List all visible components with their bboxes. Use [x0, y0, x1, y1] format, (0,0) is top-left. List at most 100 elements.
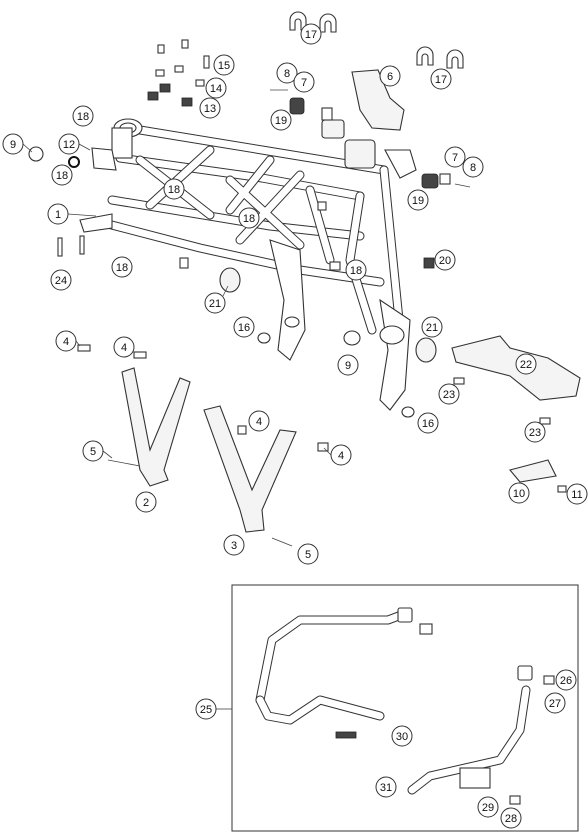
- callout-number: 25: [200, 704, 212, 716]
- callout-18: 18: [345, 259, 367, 281]
- callout-circle: [508, 482, 530, 504]
- callout-circle: [337, 354, 359, 376]
- callout-leader: [102, 450, 113, 459]
- callout-21: 21: [421, 316, 443, 338]
- callout-number: 4: [256, 416, 262, 428]
- callout-circle: [524, 421, 546, 443]
- callout-1: 1: [47, 203, 69, 225]
- callout-18: 18: [72, 105, 94, 127]
- callout-7: 7: [293, 71, 315, 93]
- callout-16: 16: [417, 412, 439, 434]
- callout-circle: [238, 207, 260, 229]
- callout-17: 17: [430, 68, 452, 90]
- callout-circle: [50, 269, 72, 291]
- callout-4: 4: [55, 330, 77, 352]
- callout-18: 18: [163, 178, 185, 200]
- callout-leader: [22, 143, 33, 153]
- callout-number: 12: [63, 139, 75, 151]
- callout-circle: [213, 54, 235, 76]
- callout-number: 13: [204, 103, 216, 115]
- callout-number: 23: [529, 427, 541, 439]
- callout-number: 4: [338, 450, 344, 462]
- callout-circle: [375, 776, 397, 798]
- callout-11: 11: [566, 483, 588, 505]
- callout-27: 27: [544, 692, 566, 714]
- callout-number: 18: [56, 170, 68, 182]
- callout-number: 19: [275, 115, 287, 127]
- rear-brackets: [451, 335, 581, 493]
- callout-12: 12: [58, 133, 80, 155]
- callout-21: 21: [204, 292, 226, 314]
- callout-circle: [391, 725, 413, 747]
- callout-number: 28: [505, 813, 517, 825]
- callout-circle: [293, 71, 315, 93]
- callout-number: 1: [55, 209, 61, 221]
- callout-number: 3: [231, 540, 237, 552]
- callout-number: 18: [350, 265, 362, 277]
- callout-25: 25: [195, 698, 217, 720]
- callout-number: 18: [77, 111, 89, 123]
- callout-circle: [72, 105, 94, 127]
- callout-17: 17: [300, 23, 322, 45]
- callout-circle: [500, 807, 522, 829]
- callout-number: 17: [305, 29, 317, 41]
- callout-number: 16: [238, 322, 250, 334]
- callout-circle: [163, 178, 185, 200]
- callout-circle: [233, 316, 255, 338]
- callout-circle: [566, 483, 588, 505]
- callout-number: 22: [520, 359, 532, 371]
- callout-14: 14: [205, 77, 227, 99]
- callout-circle: [477, 796, 499, 818]
- callout-circle: [417, 412, 439, 434]
- callout-number: 8: [470, 162, 476, 174]
- callout-number: 2: [143, 497, 149, 509]
- callout-5: 5: [82, 440, 104, 462]
- callout-circle: [55, 330, 77, 352]
- callout-number: 9: [345, 360, 351, 372]
- callout-number: 15: [218, 60, 230, 72]
- callout-number: 8: [284, 68, 290, 80]
- callout-13: 13: [199, 97, 221, 119]
- callout-circle: [434, 249, 456, 271]
- footpeg-brackets: [107, 367, 297, 547]
- callout-circle: [2, 133, 24, 155]
- callout-18: 18: [111, 256, 133, 278]
- callout-circle: [223, 534, 245, 556]
- callout-number: 19: [412, 195, 424, 207]
- callout-19: 19: [270, 109, 292, 131]
- callout-30: 30: [391, 725, 413, 747]
- callout-circle: [407, 189, 429, 211]
- callout-circle: [430, 68, 452, 90]
- callout-number: 23: [443, 389, 455, 401]
- callout-23: 23: [438, 383, 460, 405]
- callout-16: 16: [233, 316, 255, 338]
- callout-circle: [330, 444, 352, 466]
- callout-29: 29: [477, 796, 499, 818]
- callout-circle: [444, 146, 466, 168]
- callout-circle: [248, 410, 270, 432]
- callout-4: 4: [113, 336, 135, 358]
- callout-number: 31: [380, 782, 392, 794]
- callout-20: 20: [434, 249, 456, 271]
- callout-number: 16: [422, 418, 434, 430]
- callout-number: 4: [121, 342, 127, 354]
- crash-bar-inset: [231, 584, 579, 832]
- callout-number: 18: [168, 184, 180, 196]
- callout-leader: [323, 447, 332, 456]
- callout-number: 7: [301, 77, 307, 89]
- callout-circle: [51, 164, 73, 186]
- callout-9: 9: [337, 354, 359, 376]
- callout-number: 20: [439, 255, 451, 267]
- callout-circle: [462, 156, 484, 178]
- callout-circle: [515, 353, 537, 375]
- callout-number: 26: [560, 675, 572, 687]
- callout-leader: [75, 340, 81, 347]
- callout-circle: [58, 133, 80, 155]
- callout-number: 17: [435, 74, 447, 86]
- callout-circle: [379, 65, 401, 87]
- callout-19: 19: [407, 189, 429, 211]
- callout-18: 18: [51, 164, 73, 186]
- callout-number: 21: [209, 298, 221, 310]
- callout-circle: [276, 62, 298, 84]
- callout-leader: [222, 285, 229, 297]
